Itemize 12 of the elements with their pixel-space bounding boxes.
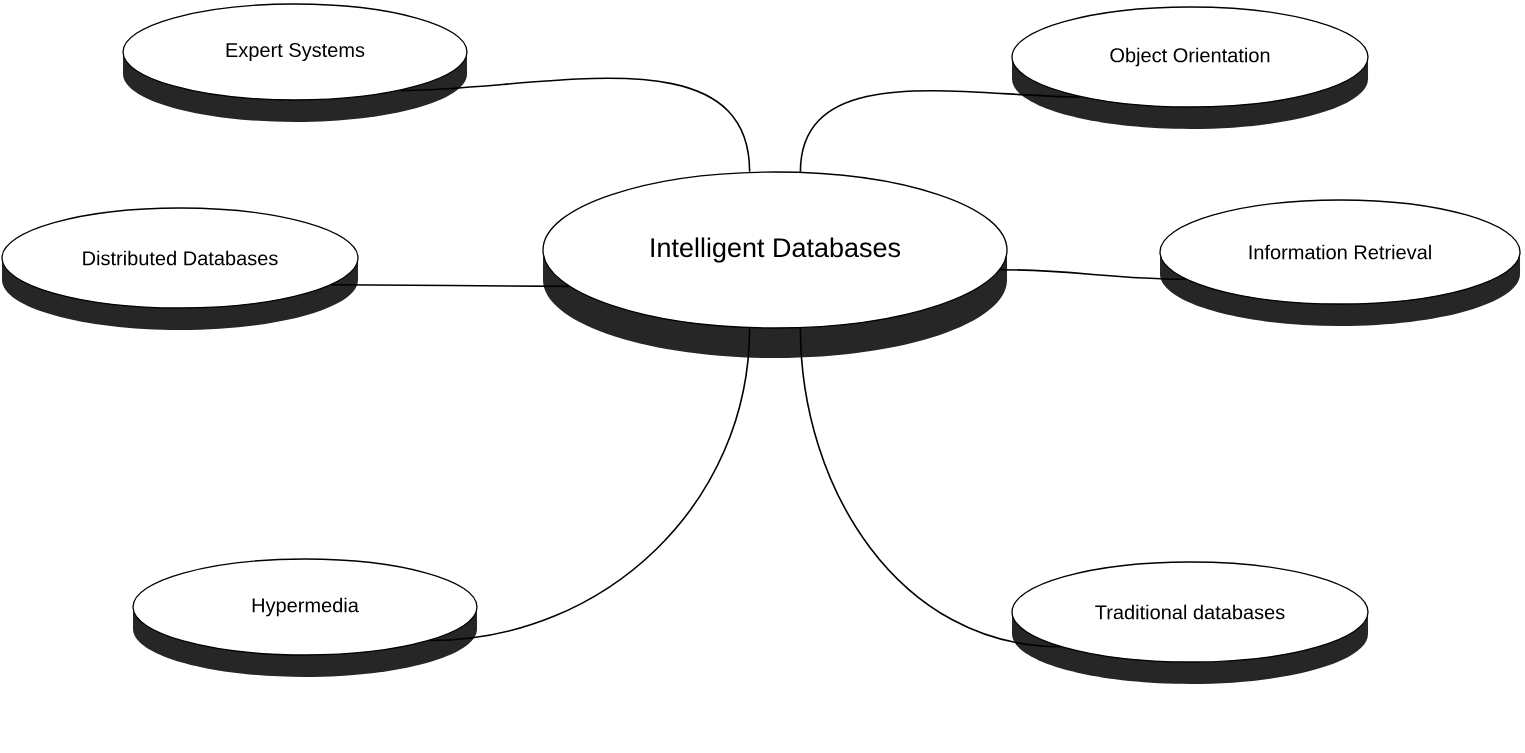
connector-line <box>799 89 1082 173</box>
ellipse-node: Object Orientation <box>1011 6 1369 129</box>
ellipse-node: Intelligent Databases <box>542 171 1008 358</box>
connector-line <box>799 327 1061 648</box>
connector-line <box>330 283 570 288</box>
connector-line <box>429 327 751 642</box>
ellipse-node: Hypermedia <box>132 558 478 677</box>
ellipse-node: Traditional databases <box>1011 561 1369 684</box>
connector-line <box>399 77 751 173</box>
ellipse-node: Expert Systems <box>122 3 468 122</box>
ellipse-node: Information Retrieval <box>1159 199 1521 326</box>
ellipse-node: Distributed Databases <box>1 207 359 330</box>
